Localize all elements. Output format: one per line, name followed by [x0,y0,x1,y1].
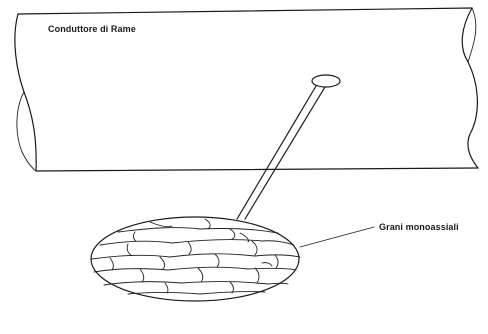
detail-spot [312,75,340,87]
magnification-leader-line-right [245,87,325,219]
magnified-view-outline [91,217,299,301]
grains-pointer-line [300,227,374,247]
conductor-top-edge [18,8,472,14]
conductor-label: Conduttore di Rame [48,24,136,34]
conductor-right-break-curl [468,8,476,62]
magnified-grain-structure [91,217,300,301]
conductor-left-break [15,14,36,171]
grains-label: Grani monoassiali [379,222,459,232]
conductor-left-break-curl [17,92,36,171]
grain-boundaries [92,219,300,294]
magnification-leader-line-left [237,86,316,219]
conductor-bottom-edge [36,168,478,171]
